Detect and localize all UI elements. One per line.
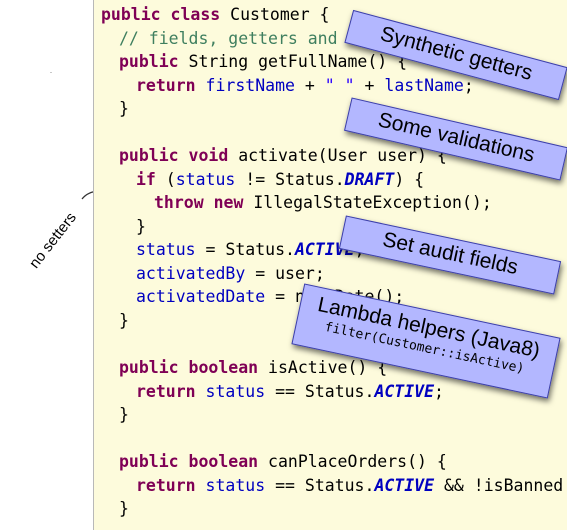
- code-text: == Status.: [265, 382, 375, 401]
- keyword: if: [136, 170, 156, 189]
- field: status: [175, 170, 236, 189]
- keyword: public: [119, 52, 179, 71]
- code-line-17: public boolean canPlaceOrders() {: [119, 450, 447, 474]
- code-text: = Status.: [195, 240, 295, 259]
- keyword: return: [136, 476, 196, 495]
- code-text: isActive() {: [258, 358, 388, 377]
- code-line-10: status = Status.ACTIVE;: [136, 238, 365, 262]
- code-text: activate(User user) {: [228, 146, 447, 165]
- code-line-19: }: [119, 497, 129, 521]
- code-line-11: activatedBy = user;: [136, 262, 325, 286]
- code-text: +: [294, 76, 325, 95]
- enum-constant: ACTIVE: [374, 476, 435, 495]
- field: activatedDate: [136, 287, 266, 306]
- code-text: Customer {: [220, 5, 330, 24]
- code-text: != Status.: [235, 170, 345, 189]
- code-text: IllegalStateException();: [243, 193, 492, 212]
- keyword: public void: [119, 146, 229, 165]
- code-line-5: }: [119, 97, 129, 121]
- keyword: return: [136, 76, 196, 95]
- code-text: ) {: [394, 170, 425, 189]
- code-line-16: }: [119, 403, 129, 427]
- stray-dot: [50, 72, 52, 73]
- enum-constant: ACTIVE: [374, 382, 435, 401]
- keyword: public boolean: [119, 452, 259, 471]
- code-text: = user;: [245, 264, 325, 283]
- code-line-4: return firstName + " " + lastName;: [136, 74, 474, 98]
- code-text: }: [119, 405, 129, 424]
- field: lastName: [384, 76, 464, 95]
- code-text: }: [119, 311, 129, 330]
- field: status: [195, 476, 266, 495]
- code-text: }: [119, 99, 129, 118]
- code-text: String getFullName() {: [178, 52, 408, 71]
- string-literal: " ": [324, 76, 355, 95]
- field: firstName: [205, 76, 295, 95]
- keyword: public boolean: [119, 358, 259, 377]
- code-line-3: public String getFullName() {: [119, 50, 407, 74]
- code-line-9: }: [136, 215, 146, 239]
- field: activatedBy: [136, 264, 246, 283]
- code-text: }: [136, 217, 146, 236]
- enum-constant: DRAFT: [344, 170, 395, 189]
- code-line-1: public class Customer {: [101, 3, 330, 27]
- code-line-8: throw new IllegalStateException();: [154, 191, 492, 215]
- keyword: public class: [101, 5, 221, 24]
- code-line-18: return status == Status.ACTIVE && !isBan…: [136, 474, 563, 498]
- code-text: }: [119, 499, 129, 518]
- code-text: && !isBanned: [434, 476, 564, 495]
- code-text: == Status.: [265, 476, 375, 495]
- code-text: ;: [463, 76, 474, 95]
- code-line-13: }: [119, 309, 129, 333]
- keyword: return: [136, 382, 196, 401]
- code-line-6: public void activate(User user) {: [119, 144, 447, 168]
- code-text: +: [354, 76, 385, 95]
- code-line-14: public boolean isActive() {: [119, 356, 387, 380]
- field: status: [195, 382, 266, 401]
- field: status: [136, 240, 196, 259]
- code-text: ;: [434, 382, 444, 401]
- keyword: throw new: [154, 193, 244, 212]
- no-setters-note: no setters: [25, 209, 80, 272]
- code-line-15: return status == Status.ACTIVE;: [136, 380, 444, 404]
- code-text: canPlaceOrders() {: [258, 452, 447, 471]
- code-line-7: if (status != Status.DRAFT) {: [136, 168, 424, 192]
- code-text: (: [155, 170, 176, 189]
